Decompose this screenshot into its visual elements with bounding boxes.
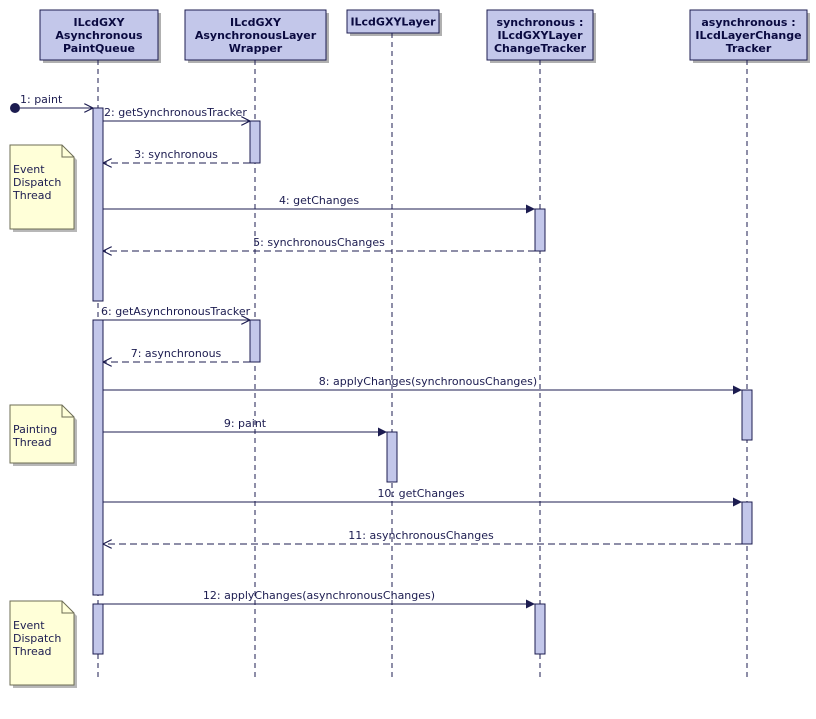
lifeline-header[interactable]: [346, 9, 440, 34]
note-fold: [61, 145, 74, 158]
message-3: 3: synchronous: [103, 148, 250, 163]
activation-bar-sync_tracker: [534, 208, 546, 252]
activation-bar-queue: [92, 319, 104, 596]
activation-bar-wrapper: [249, 120, 261, 164]
lifeline-title-line: ILcdGXY: [230, 16, 282, 29]
message-label: 9: paint: [224, 417, 267, 430]
message-label: 4: getChanges: [279, 194, 359, 207]
message-label: 3: synchronous: [134, 148, 218, 161]
message-label: 11: asynchronousChanges: [348, 529, 494, 542]
message-8: 8: applyChanges(synchronousChanges): [103, 375, 742, 395]
message-label: 10: getChanges: [377, 487, 464, 500]
activation-bar-sync_tracker: [534, 603, 546, 655]
note-text-line: Thread: [12, 189, 51, 202]
lifeline-title-line: ILcdGXYLayer: [497, 29, 583, 42]
note-text-line: Dispatch: [13, 632, 61, 645]
lifeline-header[interactable]: [689, 9, 808, 61]
lifeline-title-line: ILcdGXYLayer: [350, 16, 436, 29]
activation-bar-wrapper: [249, 319, 261, 363]
message-2: 2: getSynchronousTracker: [103, 106, 250, 121]
lifeline-title-line: asynchronous :: [701, 16, 795, 29]
lifeline-header[interactable]: [39, 9, 159, 61]
lifeline-title-line: ILcdLayerChange: [695, 29, 801, 42]
message-label: 12: applyChanges(asynchronousChanges): [203, 589, 435, 602]
note-fold: [61, 601, 74, 614]
found-message-start-dot: [10, 103, 20, 113]
activation-bar-queue: [92, 107, 104, 302]
activation-bar-queue: [92, 603, 104, 655]
note-body: [9, 600, 75, 686]
message-label: 5: synchronousChanges: [253, 236, 385, 249]
note-text-line: Event: [13, 163, 45, 176]
message-label: 2: getSynchronousTracker: [104, 106, 247, 119]
activation-bar-layer: [386, 431, 398, 483]
message-label: 6: getAsynchronousTracker: [101, 305, 251, 318]
note-text-line: Thread: [12, 645, 51, 658]
lifeline-title-line: ILcdGXY: [74, 16, 126, 29]
message-1: 1: paint: [10, 93, 93, 113]
note-body: [9, 144, 75, 230]
message-6: 6: getAsynchronousTracker: [101, 305, 251, 320]
message-9: 9: paint: [103, 417, 387, 437]
lifeline-header[interactable]: [184, 9, 327, 61]
activations: [92, 107, 753, 655]
message-4: 4: getChanges: [103, 194, 535, 214]
note-text-line: Event: [13, 619, 45, 632]
message-12: 12: applyChanges(asynchronousChanges): [103, 589, 535, 609]
message-11: 11: asynchronousChanges: [103, 529, 742, 544]
lifeline-layer: ILcdGXYLayer: [346, 9, 442, 680]
message-5: 5: synchronousChanges: [103, 236, 535, 251]
message-label: 7: asynchronous: [131, 347, 222, 360]
note-fold: [61, 405, 74, 418]
message-label: 8: applyChanges(synchronousChanges): [319, 375, 537, 388]
activation-bar-async_tracker: [741, 501, 753, 545]
notes: EventDispatchThreadPaintingThreadEventDi…: [9, 144, 77, 688]
note-body: [9, 404, 75, 464]
lifeline-title-line: PaintQueue: [63, 42, 135, 55]
lifeline-title-line: Asynchronous: [55, 29, 143, 42]
lifelines: ILcdGXYAsynchronousPaintQueueILcdGXYAsyn…: [39, 9, 810, 680]
lifeline-header[interactable]: [486, 9, 594, 61]
activation-bar-async_tracker: [741, 389, 753, 441]
note-text-line: Painting: [13, 423, 57, 436]
message-7: 7: asynchronous: [103, 347, 250, 362]
note-text-line: Dispatch: [13, 176, 61, 189]
lifeline-title-line: synchronous :: [497, 16, 584, 29]
message-10: 10: getChanges: [103, 487, 742, 507]
lifeline-title-line: AsynchronousLayer: [195, 29, 317, 42]
message-label: 1: paint: [20, 93, 63, 106]
lifeline-title-line: Wrapper: [229, 42, 283, 55]
lifeline-title-line: ChangeTracker: [494, 42, 587, 55]
messages: 1: paint 2: getSynchronousTracker 3: synch…: [10, 93, 742, 609]
note-text-line: Thread: [12, 436, 51, 449]
lifeline-title-line: Tracker: [726, 42, 772, 55]
